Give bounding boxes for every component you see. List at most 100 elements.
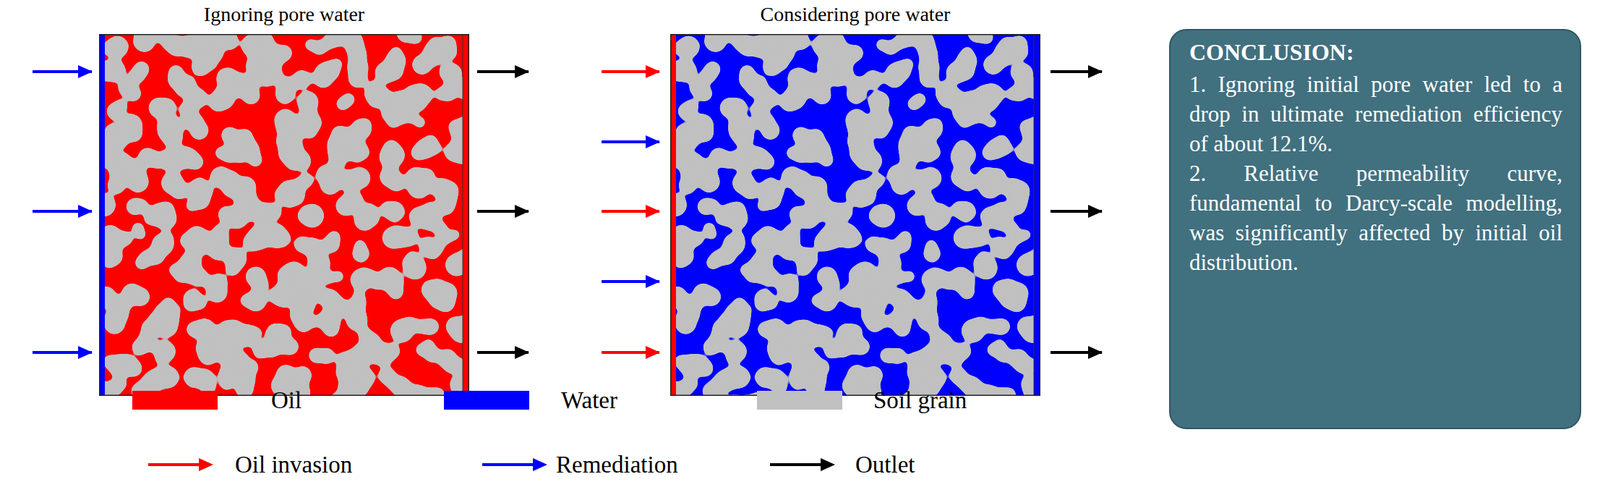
outlet-edge (1033, 33, 1035, 396)
soil-grain (1001, 386, 1016, 396)
soil-grain (253, 203, 268, 218)
soil-grain (276, 76, 296, 96)
soil-grain (313, 68, 333, 88)
soil-grain (232, 136, 254, 158)
soil-grain (346, 309, 368, 331)
soil-grain (971, 227, 990, 246)
soil-grain (276, 364, 295, 384)
soil-grain (345, 139, 369, 162)
porous-media-water (670, 33, 1041, 396)
soil-grain (953, 140, 973, 160)
soil-grain (917, 348, 932, 363)
outlet-arrow (1050, 70, 1102, 74)
soil-grain (122, 159, 146, 183)
soil-grain (803, 136, 825, 158)
pore-space (99, 33, 470, 396)
soil-grain (219, 375, 234, 390)
soil-grain (913, 93, 927, 107)
soil-grain (153, 340, 175, 362)
soil-grain (706, 198, 720, 212)
soil-grain (352, 245, 370, 262)
soil-grain (144, 206, 163, 225)
soil-grain (848, 76, 867, 96)
conclusion-item: 1. Ignoring initial pore water led to a … (1189, 69, 1563, 159)
soil-grain (156, 312, 168, 324)
soil-grain (824, 203, 839, 218)
soil-grain (148, 97, 170, 118)
soil-grain (945, 87, 964, 105)
soil-grain (887, 289, 903, 304)
soil-grain (914, 365, 927, 379)
soil-grain (237, 324, 259, 346)
soil-grain (210, 167, 231, 188)
soil-grain (853, 338, 870, 355)
soil-grain (422, 318, 439, 335)
soil-grain (428, 36, 444, 53)
soil-grain (321, 271, 334, 284)
outlet-arrow (477, 350, 529, 354)
porous-media-oil (99, 33, 470, 396)
oil-invasion-arrow (601, 350, 660, 354)
soil-grain (1013, 87, 1028, 102)
soil-grain (780, 91, 800, 112)
soil-grain (302, 112, 322, 133)
legend-label: Oil (271, 385, 302, 415)
soil-grain (917, 309, 939, 331)
soil-grain (424, 134, 437, 147)
legend-arrow-head (532, 457, 548, 471)
soil-grain (781, 167, 802, 188)
soil-grain (224, 247, 247, 269)
soil-grain (371, 342, 395, 366)
soil-grain (382, 140, 402, 160)
soil-grain (725, 340, 747, 362)
soil-grain (253, 276, 269, 293)
soil-grain (442, 87, 457, 102)
soil-grain (873, 112, 893, 133)
soil-grain (903, 270, 916, 282)
legend-arrow (482, 455, 549, 473)
soil-grain (816, 289, 838, 311)
oil-invasion-arrow (601, 70, 660, 74)
soil-grain (692, 283, 713, 304)
soil-grain (790, 375, 805, 390)
media-panel: Considering pore water (670, 1, 1041, 396)
soil-grain (727, 312, 739, 324)
soil-grain (374, 87, 392, 105)
legend-arrow-shaft (482, 462, 535, 466)
soil-grain (871, 203, 896, 228)
soil-grain (179, 148, 199, 168)
porous-media (99, 33, 470, 396)
soil-grain (139, 330, 152, 342)
soil-grain (237, 370, 256, 389)
soil-grain (323, 320, 340, 337)
conclusion-heading: CONCLUSION: (1189, 37, 1563, 68)
soil-grain (342, 190, 363, 212)
soil-grain (955, 200, 977, 222)
panel-title: Ignoring pore water (99, 1, 470, 28)
panel-border (670, 34, 1041, 396)
legend-arrow-head (198, 457, 214, 471)
soil-grain (884, 68, 904, 88)
soil-grain (942, 342, 966, 366)
soil-grain (229, 73, 250, 94)
panel-border (99, 34, 470, 396)
outlet-arrow (1050, 209, 1102, 213)
conclusion-item: 2. Relative permeability curve, fundamen… (1189, 158, 1563, 277)
soil-grain (693, 159, 717, 183)
soil-grain (750, 148, 770, 168)
soil-grain (952, 102, 973, 123)
pore-space (670, 33, 1041, 396)
soil-grain (871, 270, 894, 293)
soil-grain (396, 33, 420, 42)
oil-invasion-arrow (601, 209, 660, 213)
soil-grain (717, 246, 737, 265)
soil-grains (99, 33, 470, 396)
soil-grain (703, 222, 715, 234)
remediation-arrow (601, 279, 660, 283)
soil-grain (379, 268, 397, 286)
soil-grain (322, 235, 340, 254)
soil-grain (913, 190, 935, 212)
soil-grain (300, 203, 324, 228)
soil-grain (157, 114, 181, 138)
soil-grain (124, 358, 142, 376)
